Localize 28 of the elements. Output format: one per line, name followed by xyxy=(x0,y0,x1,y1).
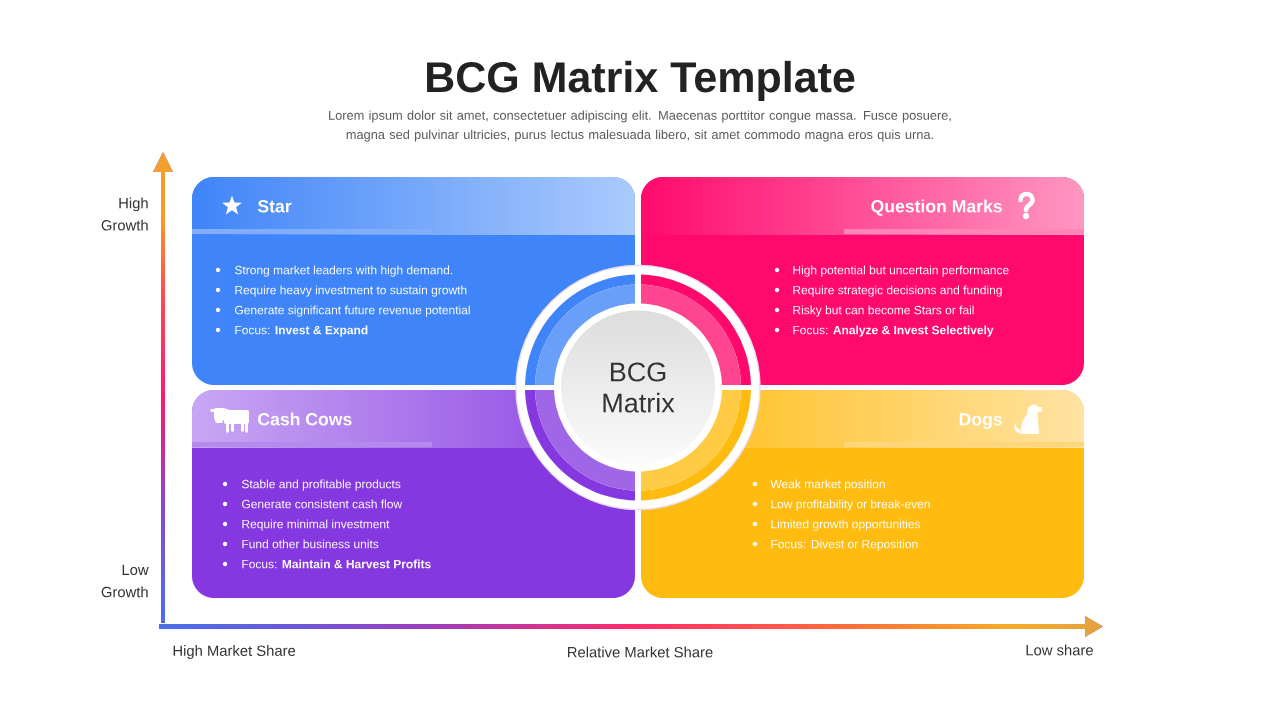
bullet-text: High potential but uncertain performance xyxy=(793,265,1009,277)
axis-label: High Growth xyxy=(101,197,148,231)
bullet-text: Weak market position xyxy=(770,479,885,491)
bullet-text: Require strategic decisions and funding xyxy=(793,285,1002,297)
bullet-text: Stable and profitable products xyxy=(241,479,401,491)
bullet-text: Focus: Divest or Reposition xyxy=(771,539,918,551)
card-heading: Cash Cows xyxy=(258,412,352,426)
subtitle: Lorem ipsum dolor sit amet, consectetuer adipiscing elit. Maecenas porttitor congue massa. Fusce posuere, magna sed pulvinar ultricies, purus lectus malesuada libero, sit amet commodo magna eros quis urna. xyxy=(329,110,951,142)
bullet-text: Fund other business units xyxy=(242,539,379,549)
bullet-text: Strong market leaders with high demand. xyxy=(234,265,453,277)
card-heading: Question Marks xyxy=(871,199,1002,216)
bullet-text: Focus: Maintain & Harvest Profits xyxy=(242,559,431,569)
bullet-text: Limited growth opportunities xyxy=(771,519,921,531)
axis-label: Low Growth xyxy=(101,564,149,598)
axis-label: Relative Market Share xyxy=(568,646,713,658)
bullet-text: Low profitability or break-even xyxy=(771,499,930,511)
bullet-text: Risky but can become Stars or fail xyxy=(793,305,974,317)
axis-label: High Market Share xyxy=(173,645,296,659)
card-heading: Star xyxy=(257,200,292,213)
bullet-text: Require minimal investment xyxy=(242,519,390,531)
bullet-text: Focus: Invest & Expand xyxy=(235,325,368,337)
bullet-text: Generate consistent cash flow xyxy=(242,499,403,509)
bullet-text: Generate significant future revenue potential xyxy=(235,305,470,317)
title: BCG Matrix Template xyxy=(427,60,855,101)
axis-label: Low share xyxy=(1026,644,1093,656)
card-heading: Dogs xyxy=(959,413,1002,430)
bullet-text: Focus: Analyze & Invest Selectively xyxy=(793,325,994,337)
bullet-text: Require heavy investment to sustain growth xyxy=(235,285,467,297)
